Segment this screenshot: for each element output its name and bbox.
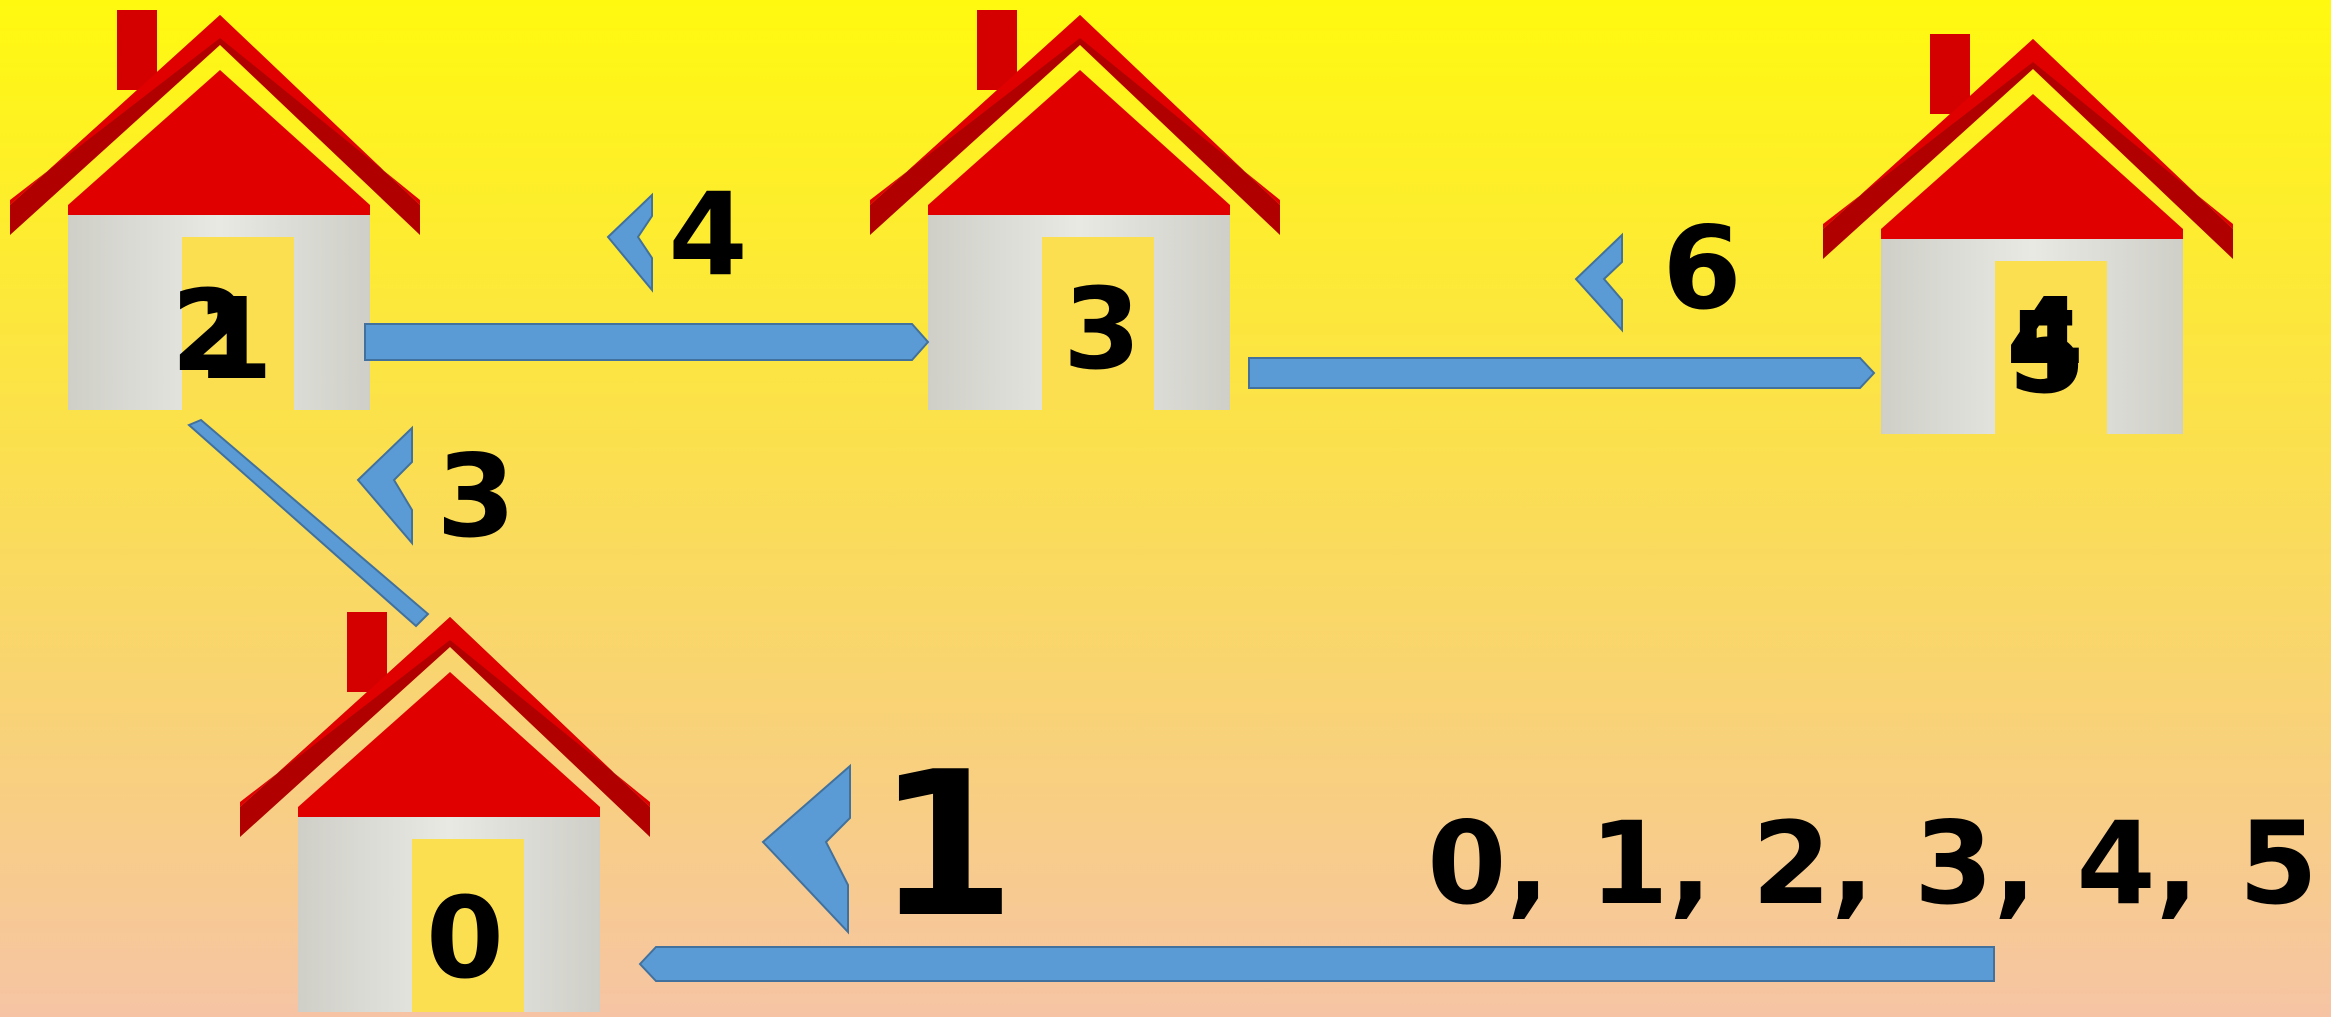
house-gable bbox=[1881, 94, 2183, 239]
house-top-right: 4 5 bbox=[1823, 34, 2233, 434]
house-label-5: 5 bbox=[2008, 289, 2086, 419]
house-label-2: 2 bbox=[171, 267, 249, 397]
house-label-4: 4 bbox=[2006, 275, 2084, 405]
house-chimney bbox=[347, 612, 387, 692]
house-label-0: 0 bbox=[426, 874, 504, 1004]
sequence-text: 0, 1, 2, 3, 4, 5 bbox=[1427, 797, 2318, 930]
house-doorway bbox=[1995, 261, 2107, 434]
edge-bar-1-to-3 bbox=[364, 323, 930, 361]
house-gable bbox=[68, 70, 370, 215]
house-gable bbox=[298, 672, 600, 817]
house-label-3: 3 bbox=[1063, 265, 1141, 395]
house-doorway bbox=[1042, 237, 1154, 410]
edge-weight-4: 4 bbox=[668, 168, 747, 301]
edge-bar-3-to-4 bbox=[1248, 357, 1876, 389]
house-label-1: 1 bbox=[195, 275, 273, 405]
house-doorway bbox=[182, 237, 294, 410]
edge-weight-1: 1 bbox=[876, 729, 1015, 962]
chevron-left-icon bbox=[1574, 232, 1623, 333]
chevron-left-icon bbox=[356, 425, 413, 546]
edge-weight-6: 6 bbox=[1662, 202, 1741, 335]
chevron-left-icon bbox=[761, 763, 851, 935]
house-chimney bbox=[1930, 34, 1970, 114]
house-gable bbox=[928, 70, 1230, 215]
house-doorway bbox=[412, 839, 524, 1012]
house-bottom-left: 0 bbox=[240, 612, 650, 1012]
chevron-left-icon bbox=[606, 192, 653, 293]
edge-bar-0-to-2 bbox=[187, 418, 430, 628]
house-top-middle: 3 bbox=[870, 10, 1280, 410]
edge-bar-0-to-sequence bbox=[638, 946, 1995, 982]
edge-weight-3: 3 bbox=[436, 430, 515, 563]
house-top-left: 2 1 bbox=[10, 10, 420, 410]
house-chimney bbox=[117, 10, 157, 90]
house-chimney bbox=[977, 10, 1017, 90]
